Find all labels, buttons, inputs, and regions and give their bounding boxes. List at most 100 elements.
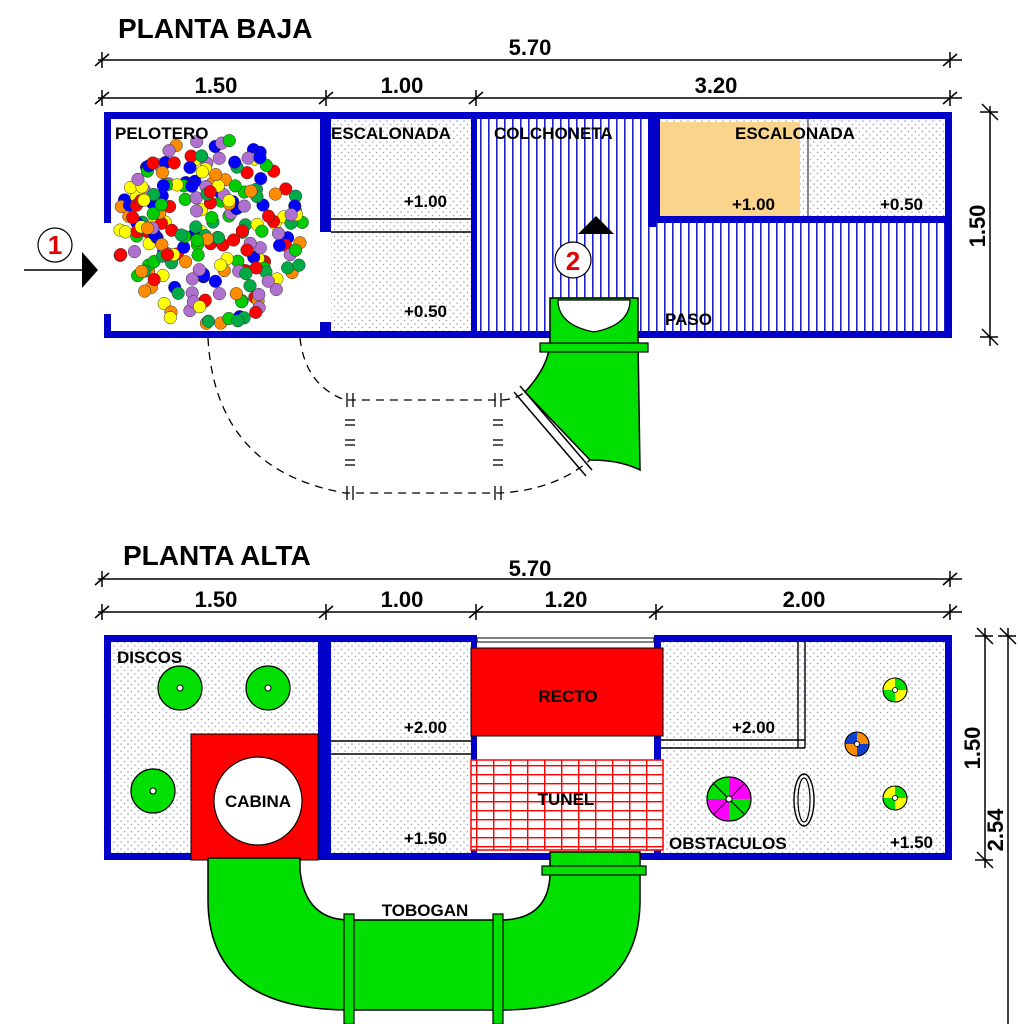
recto-block [470,647,664,737]
ball [254,172,268,186]
ball [227,233,241,247]
pa-walls [104,635,952,860]
label-recto: RECTO [538,687,597,706]
ball [178,192,192,206]
ball [231,314,245,328]
level-pa-mid-top: +2.00 [404,718,447,737]
escalonada-1-step-divider [331,218,471,233]
obstaculos-area [660,642,946,856]
ball [279,182,293,196]
pa-dim-3: 1.20 [545,587,588,612]
pa-mid-step-divider [331,740,471,755]
ball [140,221,155,235]
disc-icon [130,768,176,814]
ball [147,187,161,202]
ball [190,135,204,149]
pb-dim-1: 1.50 [195,73,238,98]
ball [240,243,254,257]
ball [195,165,209,179]
planta-baja-title: PLANTA BAJA [118,13,312,44]
ball [211,231,226,245]
label-escalonada-2: ESCALONADA [735,124,855,143]
ball [155,165,169,180]
ball [154,198,168,212]
label-paso: PASO [665,310,712,329]
pb-walls [104,112,952,338]
obstacle-ring-icon [793,773,815,827]
label-colchoneta: COLCHONETA [494,124,613,143]
pa-right-step-divider [660,642,806,749]
ball [212,151,226,165]
ball [127,245,142,259]
ball [244,184,258,198]
ball [284,208,298,222]
ball [146,207,160,221]
label-tunel: TUNEL [538,790,595,809]
level-pa-right-bottom: +1.50 [890,833,933,852]
ball [253,151,267,165]
entry-arrow-icon [24,227,98,288]
ball [185,179,199,193]
ball [147,273,161,287]
ball [208,274,222,288]
ball [261,274,275,288]
level-pa-mid-bottom: +1.50 [404,829,447,848]
marker-1: 1 [48,230,62,260]
ball [237,199,251,213]
ball [249,305,263,319]
pelotero-balls [113,134,309,330]
ball [192,263,206,277]
pb-dim-3: 3.20 [695,73,738,98]
label-tobogan: TOBOGAN [382,901,469,920]
ball [171,286,185,300]
planta-alta-title: PLANTA ALTA [123,540,311,571]
ball [131,172,145,186]
ball [222,194,236,208]
ball [190,233,204,247]
ball [138,284,152,298]
pb-partial-dimension-line [94,90,962,106]
pa-total-side-dim: 2.54 [983,808,1008,852]
pb-total-dim: 5.70 [509,35,552,60]
ball [155,238,169,252]
ball [268,187,282,201]
label-discos: DISCOS [117,648,182,667]
ball [209,168,223,182]
level-esc2-left: +1.00 [732,195,775,214]
pb-dashed-slide-joints [345,393,503,500]
ball [214,258,228,272]
ball [240,166,254,180]
ball [252,287,266,302]
pb-dashed-slide-outline [207,337,591,494]
ball [235,224,249,238]
disc-icon [157,665,203,711]
label-obstaculos: OBSTACULOS [669,834,787,853]
ball [281,261,295,275]
ball [243,279,257,293]
ball [183,160,197,175]
ball [203,185,217,199]
pb-dim-2: 1.00 [381,73,424,98]
obstacle-icon [706,776,752,822]
ball [191,248,205,262]
ball [167,156,181,170]
ball [163,311,177,325]
tunel-block [470,759,664,851]
direction-arrow-icon [554,216,614,279]
ball [156,179,170,193]
level-esc2-right: +0.50 [880,195,923,214]
ball [272,238,287,252]
tobogan-slide [207,851,647,1024]
ball [179,255,193,269]
ball [189,220,203,234]
pa-dim-4: 2.00 [783,587,826,612]
label-cabina: CABINA [225,792,291,811]
ball [193,300,207,314]
ball [239,267,253,281]
ball [271,226,286,240]
pb-side-dimension-line [980,103,999,346]
ball [288,243,303,257]
ball [195,149,209,163]
ball [185,272,199,286]
